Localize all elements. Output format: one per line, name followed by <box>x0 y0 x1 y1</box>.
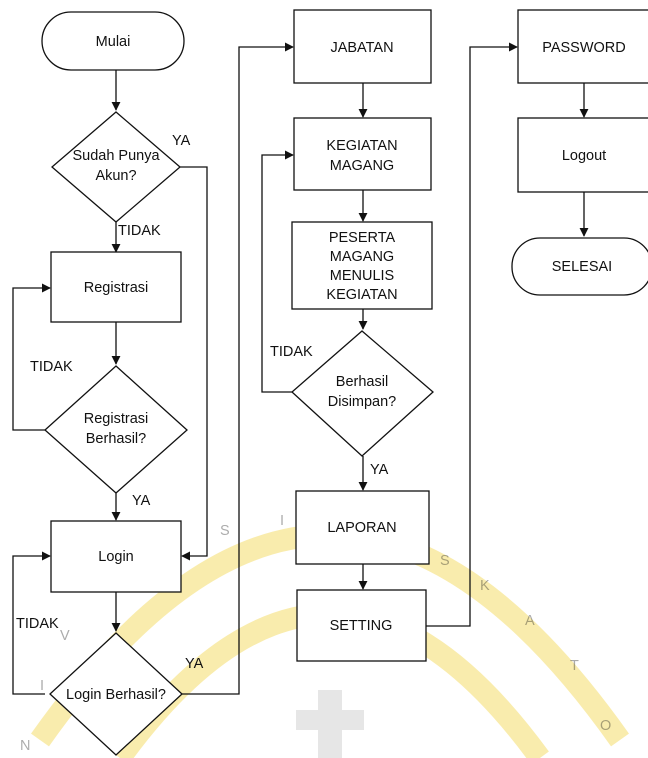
decision-berhasil-disimpan-line2: Disimpan? <box>328 394 397 410</box>
wm-letter: A <box>525 613 535 629</box>
wm-letter: I <box>40 678 44 694</box>
decision-registrasi-berhasil-line2: Berhasil? <box>86 431 146 447</box>
edge-setting-password <box>426 42 518 627</box>
process-jabatan-label: JABATAN <box>330 40 393 56</box>
edge-akun-ya-login <box>180 166 208 561</box>
wm-letter: K <box>480 578 490 594</box>
process-kegiatan-magang: KEGIATAN MAGANG <box>293 117 432 191</box>
decision-registrasi-berhasil-line1: Registrasi <box>84 411 148 427</box>
edges <box>12 42 589 695</box>
label-akun-ya: YA <box>172 133 191 149</box>
process-peserta-menulis-line2: MAGANG <box>330 249 394 265</box>
decision-sudah-punya-akun-line2: Akun? <box>95 168 136 184</box>
process-password-label: PASSWORD <box>542 40 626 56</box>
edge-login-tidak <box>12 551 51 695</box>
decision-berhasil-disimpan-line1: Berhasil <box>336 374 388 390</box>
process-peserta-menulis: PESERTA MAGANG MENULIS KEGIATAN <box>291 221 433 310</box>
process-peserta-menulis-line1: PESERTA <box>329 230 396 246</box>
decision-registrasi-berhasil: Registrasi Berhasil? <box>44 365 188 494</box>
label-registrasi-ya: YA <box>132 493 151 509</box>
label-simpan-ya: YA <box>370 462 389 478</box>
wm-letter: I <box>280 513 284 529</box>
process-peserta-menulis-line3: MENULIS <box>330 268 394 284</box>
process-setting: SETTING <box>296 589 427 662</box>
process-registrasi: Registrasi <box>50 251 182 323</box>
process-laporan: LAPORAN <box>295 490 430 565</box>
terminal-selesai-label: SELESAI <box>552 259 612 275</box>
label-simpan-tidak: TIDAK <box>270 344 313 360</box>
wm-letter: T <box>570 658 579 674</box>
decision-login-berhasil-label: Login Berhasil? <box>66 687 166 703</box>
process-logout: Logout <box>517 117 648 193</box>
process-password: PASSWORD <box>517 9 648 84</box>
decision-login-berhasil: Login Berhasil? <box>49 632 183 756</box>
decision-sudah-punya-akun: Sudah Punya Akun? <box>51 111 181 223</box>
process-logout-label: Logout <box>562 148 606 164</box>
process-kegiatan-magang-line1: KEGIATAN <box>326 138 397 154</box>
wm-letter: S <box>220 523 230 539</box>
process-registrasi-label: Registrasi <box>84 280 148 296</box>
label-registrasi-tidak: TIDAK <box>30 359 73 375</box>
decision-berhasil-disimpan: Berhasil Disimpan? <box>291 330 434 457</box>
edge-simpan-tidak <box>261 150 294 393</box>
edge-labels: YA TIDAK TIDAK YA TIDAK YA TIDAK YA <box>16 133 389 672</box>
process-kegiatan-magang-line2: MAGANG <box>330 158 394 174</box>
process-login-label: Login <box>98 549 133 565</box>
label-login-ya: YA <box>185 656 204 672</box>
edge-login-ya-jabatan <box>182 42 294 695</box>
label-login-tidak: TIDAK <box>16 616 59 632</box>
terminal-selesai: SELESAI <box>511 237 648 296</box>
node-mulai-label: Mulai <box>96 34 131 50</box>
process-login: Login <box>50 520 182 593</box>
process-setting-label: SETTING <box>330 618 393 634</box>
wm-letter: S <box>440 553 450 569</box>
edge-registrasi-tidak <box>12 283 51 431</box>
decision-sudah-punya-akun-line1: Sudah Punya <box>72 148 160 164</box>
process-peserta-menulis-line4: KEGIATAN <box>326 287 397 303</box>
process-jabatan: JABATAN <box>293 9 432 84</box>
label-akun-tidak: TIDAK <box>118 223 161 239</box>
process-laporan-label: LAPORAN <box>327 520 396 536</box>
wm-letter: N <box>20 738 30 754</box>
wm-letter: O <box>600 718 611 734</box>
node-mulai: Mulai <box>41 11 185 71</box>
wm-letter: V <box>60 628 70 644</box>
